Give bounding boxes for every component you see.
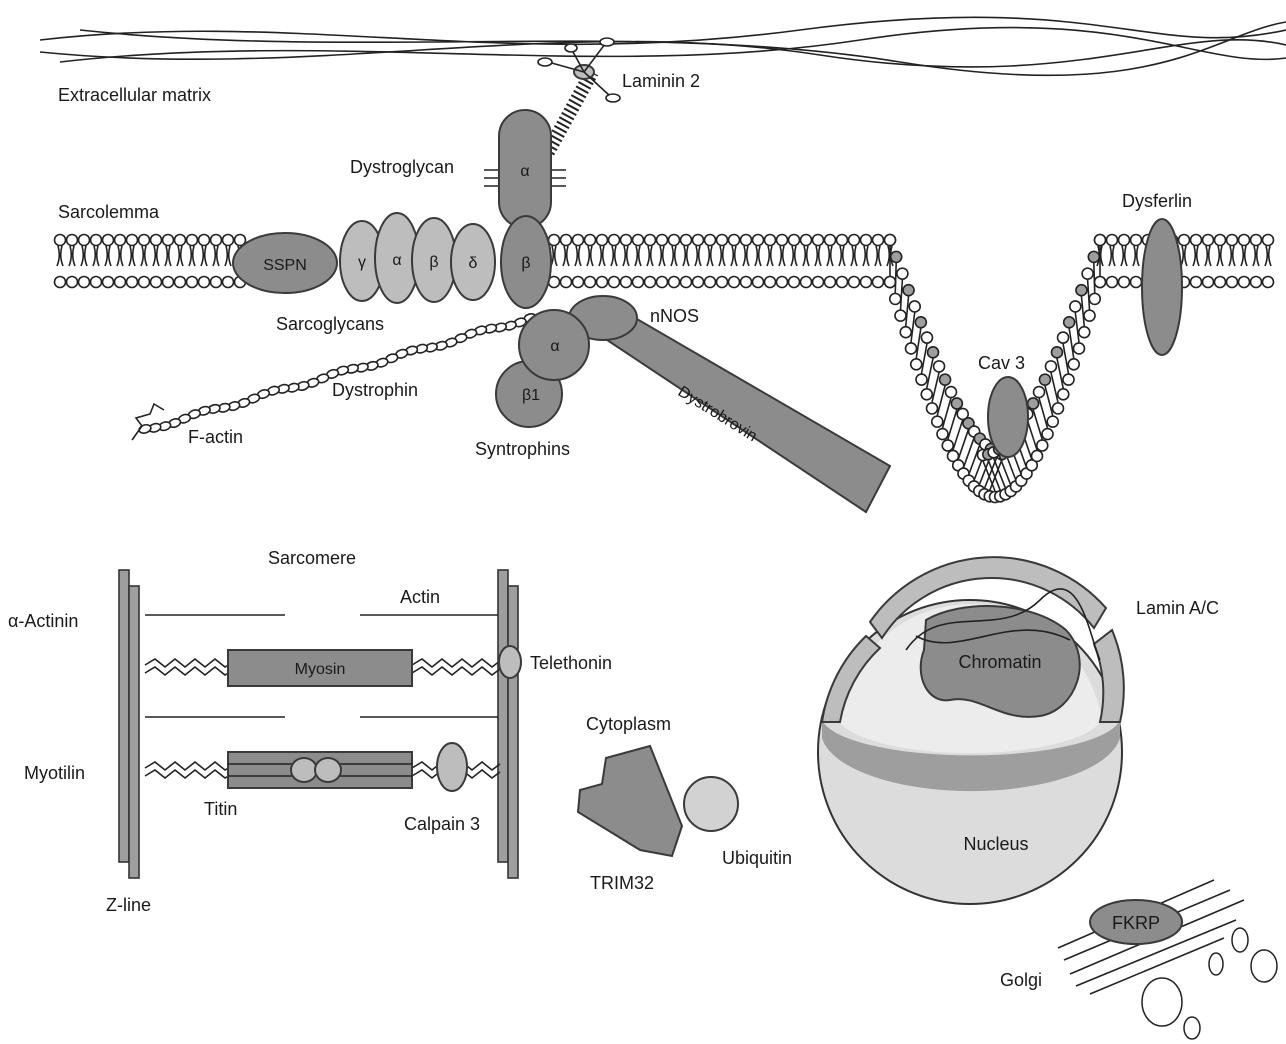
cytoplasm-label: Cytoplasm [586, 714, 671, 734]
nucleus: Chromatin Nucleus [818, 557, 1124, 904]
f-actin-strand [132, 404, 164, 440]
telethonin [499, 646, 521, 678]
sarcolemma-label: Sarcolemma [58, 202, 160, 222]
sarcoglycan-gamma-label: γ [358, 254, 366, 271]
cav3-label: Cav 3 [978, 353, 1025, 373]
telethonin-label: Telethonin [530, 653, 612, 673]
calpain3 [437, 743, 467, 791]
actin-label: Actin [400, 587, 440, 607]
golgi: FKRP [1058, 880, 1277, 1039]
dysferlin [1142, 219, 1182, 355]
myotilin-label: Myotilin [24, 763, 85, 783]
z-line-label: Z-line [106, 895, 151, 915]
golgi-label: Golgi [1000, 970, 1042, 990]
syntrophins-label: Syntrophins [475, 439, 570, 459]
laminin2-label: Laminin 2 [622, 71, 700, 91]
ubiquitin [684, 777, 738, 831]
dystroglycan-alpha: α [484, 110, 566, 228]
sarcomere-label: Sarcomere [268, 548, 356, 568]
extracellular-matrix-label: Extracellular matrix [58, 85, 211, 105]
sspn-label: SSPN [263, 257, 307, 274]
alpha-actinin-label: α-Actinin [8, 611, 78, 631]
myosin-label: Myosin [295, 661, 346, 678]
titin-label: Titin [204, 799, 237, 819]
trim32-label: TRIM32 [590, 873, 654, 893]
fkrp-label: FKRP [1112, 913, 1160, 933]
syntrophin-beta1-label: β1 [522, 387, 540, 404]
sarcoglycan-beta-label: β [429, 254, 438, 271]
cav3 [988, 377, 1028, 457]
dystroglycan-alpha-label: α [520, 163, 529, 180]
sarcoglycan-delta-label: δ [469, 255, 478, 272]
sarcoglycan-complex: SSPN γ α β δ β [233, 213, 551, 308]
lamin-ac-label: Lamin A/C [1136, 598, 1219, 618]
dystrobrevin: Dystrobrovin [592, 308, 890, 512]
ubiquitin-label: Ubiquitin [722, 848, 792, 868]
nucleus-label: Nucleus [963, 834, 1028, 854]
trim32 [578, 746, 682, 856]
sarcoglycans-label: Sarcoglycans [276, 314, 384, 334]
dystroglycan-label: Dystroglycan [350, 157, 454, 177]
calpain3-label: Calpain 3 [404, 814, 480, 834]
chromatin-label: Chromatin [958, 652, 1041, 672]
f-actin-label: F-actin [188, 427, 243, 447]
z-line-left [119, 570, 139, 878]
extracellular-matrix-fibers [40, 17, 1286, 75]
myosin: Myosin [145, 650, 500, 686]
dystroglycan-beta-label: β [521, 255, 530, 272]
dystrophin-label: Dystrophin [332, 380, 418, 400]
z-line-right [498, 570, 518, 878]
sarcoglycan-alpha-label: α [392, 252, 401, 269]
syntrophin-alpha-label: α [550, 338, 559, 355]
nnos-label: nNOS [650, 306, 699, 326]
dysferlin-label: Dysferlin [1122, 191, 1192, 211]
